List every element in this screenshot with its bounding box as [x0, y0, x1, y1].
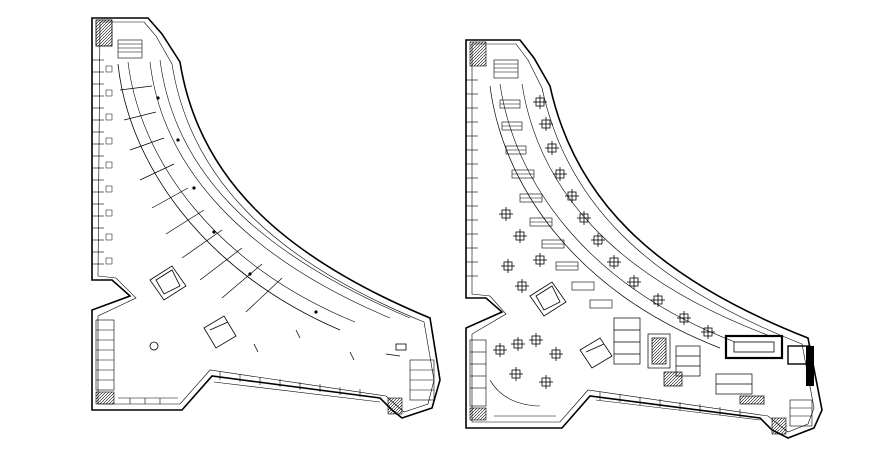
- right-meeting-tables-inner: [493, 207, 563, 389]
- floor-plan-right: [465, 39, 823, 439]
- right-meeting-tables-outer: [533, 95, 715, 339]
- left-curve-2: [127, 61, 356, 323]
- right-plan-inner-wall: [471, 43, 815, 433]
- right-workstation-rows: [499, 99, 613, 309]
- left-curve-1: [117, 63, 341, 331]
- right-curve-2: [499, 83, 736, 343]
- right-curved-partition: [489, 379, 541, 407]
- left-facade-desks: [105, 65, 113, 265]
- left-lower-wing-marks: [253, 329, 407, 361]
- left-curve-4: [159, 59, 411, 319]
- left-column: [149, 341, 159, 351]
- left-curve-3: [149, 61, 391, 319]
- right-curve-3: [521, 83, 771, 337]
- left-stair-core-top: [95, 19, 143, 59]
- left-lift-core: [149, 265, 237, 349]
- floor-plan-left: [91, 17, 441, 419]
- right-bottom-facade: [494, 392, 761, 421]
- left-plan-outer-wall: [91, 17, 441, 419]
- left-stair-core-bottom: [95, 319, 435, 415]
- right-stair-core-bottom: [469, 339, 813, 435]
- left-structural-columns: [156, 96, 318, 314]
- left-bottom-facade: [118, 372, 381, 404]
- right-equipment-zone: [613, 317, 765, 405]
- left-facade-windows: [92, 59, 104, 265]
- left-radial-partitions: [119, 85, 283, 313]
- right-stair-core-top: [469, 41, 519, 79]
- right-lift-core: [529, 281, 613, 369]
- right-curve-1: [489, 85, 721, 349]
- right-facade-windows: [466, 79, 478, 277]
- right-conference-room: [724, 334, 814, 386]
- left-plan-inner-wall: [97, 21, 435, 413]
- right-plan-outer-wall: [465, 39, 823, 439]
